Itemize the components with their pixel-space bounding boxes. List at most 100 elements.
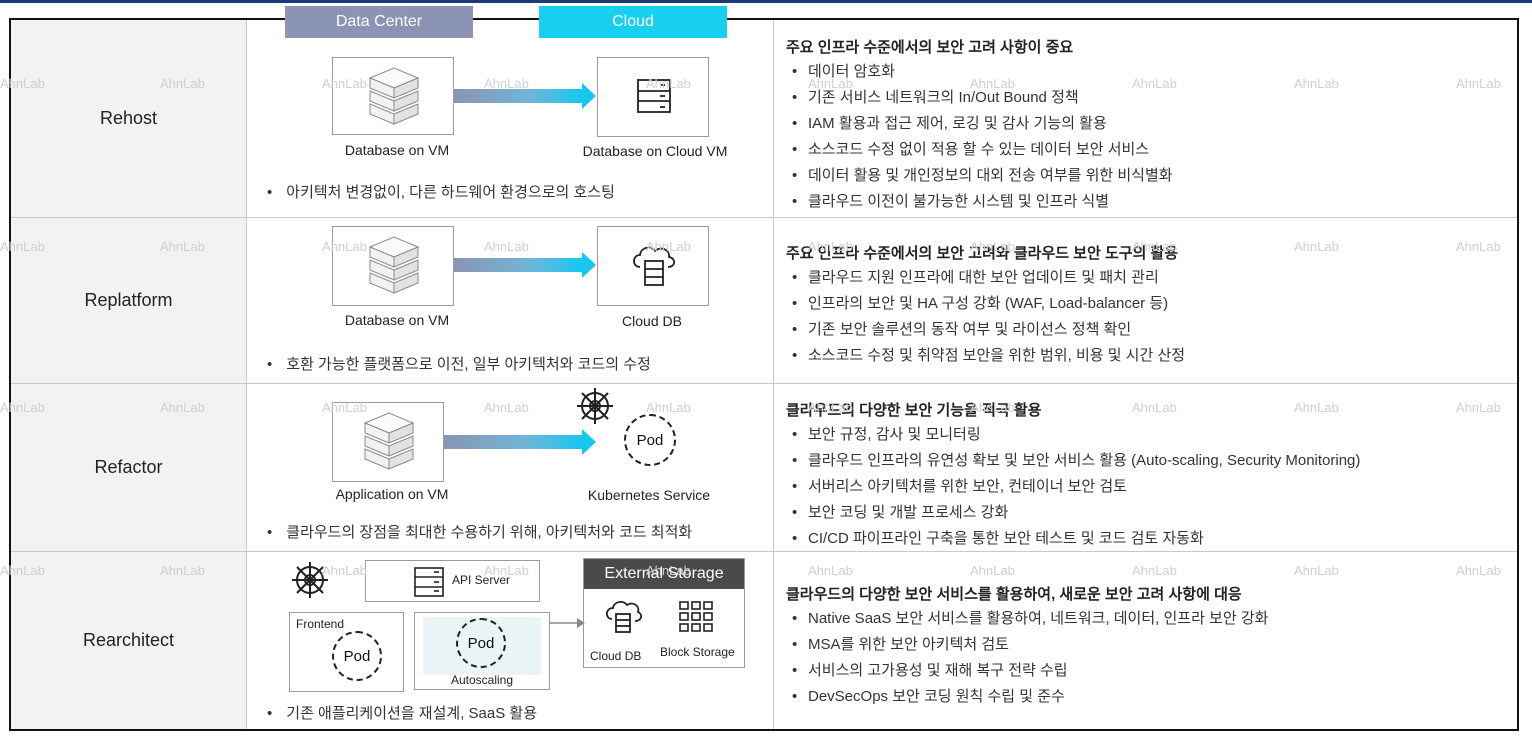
watermark: AhnLab (0, 563, 45, 578)
list-item: 보안 규정, 감사 및 모니터링 (786, 422, 1516, 448)
security-considerations: 클라우드의 다양한 보안 기능을 적극 활용 보안 규정, 감사 및 모니터링 … (786, 384, 1516, 552)
left-caption: Database on VM (344, 142, 450, 158)
block-storage-label: Block Storage (660, 645, 735, 659)
list-item: 소스코드 수정 및 취약점 보안을 위한 범위, 비용 및 시간 산정 (786, 343, 1516, 369)
divider (773, 384, 774, 551)
watermark: AhnLab (484, 400, 529, 415)
rehost-diagram: Database on VM Database on Cloud VM •아키텍… (247, 20, 773, 217)
cloud-db-box (597, 226, 709, 306)
watermark: AhnLab (1456, 76, 1501, 91)
rearchitect-diagram: API Server Frontend Pod Pod Autoscaling … (247, 552, 773, 729)
approach-bullet: •기존 애플리케이션을 재설계, SaaS 활용 (267, 705, 537, 722)
right-caption: Kubernetes Service (587, 487, 711, 503)
considerations-title: 클라우드의 다양한 보안 기능을 적극 활용 (786, 402, 1042, 419)
watermark: AhnLab (322, 239, 367, 254)
right-caption: Cloud DB (622, 313, 682, 329)
vm-box (332, 402, 444, 482)
list-item: 클라우드 지원 인프라에 대한 보안 업데이트 및 패치 관리 (786, 265, 1516, 291)
server-icon (414, 567, 444, 597)
external-storage-header: External Storage (584, 559, 744, 589)
strategy-name: Replatform (11, 218, 246, 383)
security-considerations: 클라우드의 다양한 보안 서비스를 활용하여, 새로운 보안 고려 사항에 대응… (786, 552, 1516, 729)
list-item: Native SaaS 보안 서비스를 활용하여, 네트워크, 데이터, 인프라… (786, 606, 1516, 632)
watermark: AhnLab (1132, 563, 1177, 578)
list-item: 기존 보안 솔루션의 동작 여부 및 라이선스 정책 확인 (786, 317, 1516, 343)
divider (246, 20, 247, 217)
list-item: 데이터 암호화 (786, 59, 1516, 85)
divider (773, 218, 774, 383)
watermark: AhnLab (160, 563, 205, 578)
refactor-diagram: Pod Application on VM Kubernetes Service… (247, 384, 773, 551)
server-stack-icon (363, 412, 415, 470)
row-rearchitect: Rearchitect API Server (11, 552, 1517, 729)
considerations-list: 클라우드 지원 인프라에 대한 보안 업데이트 및 패치 관리 인프라의 보안 … (786, 265, 1516, 369)
considerations-title: 주요 인프라 수준에서의 보안 고려와 클라우드 보안 도구의 활용 (786, 245, 1179, 262)
pod-circle: Pod (624, 414, 676, 466)
watermark: AhnLab (970, 563, 1015, 578)
api-server-box: API Server (365, 560, 540, 602)
data-center-header: Data Center (285, 6, 473, 38)
watermark: AhnLab (970, 76, 1015, 91)
list-item: DevSecOps 보안 코딩 원칙 수립 및 준수 (786, 684, 1516, 710)
considerations-list: 데이터 암호화 기존 서비스 네트워크의 In/Out Bound 정책 IAM… (786, 59, 1516, 215)
list-item: CI/CD 파이프라인 구축을 통한 보안 테스트 및 코드 검토 자동화 (786, 526, 1516, 552)
watermark: AhnLab (1294, 76, 1339, 91)
list-item: MSA를 위한 보안 아키텍처 검토 (786, 632, 1516, 658)
security-considerations: 주요 인프라 수준에서의 보안 고려 사항이 중요 데이터 암호화 기존 서비스… (786, 20, 1516, 217)
list-item: IAM 활용과 접근 제어, 로깅 및 감사 기능의 활용 (786, 111, 1516, 137)
watermark: AhnLab (1132, 400, 1177, 415)
list-item: 소스코드 수정 없이 적용 할 수 있는 데이터 보안 서비스 (786, 137, 1516, 163)
kubernetes-box: Pod (594, 402, 709, 484)
pod-label: Pod (467, 634, 495, 652)
cloud-vm-box (597, 57, 709, 137)
considerations-title: 클라우드의 다양한 보안 서비스를 활용하여, 새로운 보안 고려 사항에 대응 (786, 586, 1242, 603)
approach-bullet: •아키텍처 변경없이, 다른 하드웨어 환경으로의 호스팅 (267, 184, 615, 201)
watermark: AhnLab (808, 239, 853, 254)
approach-bullet: •클라우드의 장점을 최대한 수용하기 위해, 아키텍처와 코드 최적화 (267, 524, 693, 541)
cloud-header: Cloud (539, 6, 727, 38)
divider (773, 20, 774, 217)
list-item: 인프라의 보안 및 HA 구성 강화 (WAF, Load-balancer 등… (786, 291, 1516, 317)
approach-text: 호환 가능한 플랫폼으로 이전, 일부 아키텍처와 코드의 수정 (286, 356, 651, 373)
top-accent-bar (0, 0, 1532, 3)
watermark: AhnLab (1294, 239, 1339, 254)
watermark: AhnLab (160, 76, 205, 91)
considerations-title: 주요 인프라 수준에서의 보안 고려 사항이 중요 (786, 39, 1074, 56)
autoscaling-label: Autoscaling (450, 673, 514, 687)
watermark: AhnLab (1456, 239, 1501, 254)
cloud-database-icon (633, 246, 676, 286)
external-storage-box: External Storage Cloud DB (583, 558, 745, 668)
server-stack-icon (368, 236, 420, 294)
row-refactor: Refactor Pod (11, 384, 1517, 552)
left-caption: Database on VM (344, 312, 450, 328)
approach-bullet: •호환 가능한 플랫폼으로 이전, 일부 아키텍처와 코드의 수정 (267, 356, 651, 373)
divider (246, 384, 247, 551)
row-rehost: Rehost (11, 20, 1517, 218)
approach-text: 기존 애플리케이션을 재설계, SaaS 활용 (286, 705, 537, 722)
pod-label: Pod (636, 431, 664, 449)
strategy-name: Rehost (11, 20, 246, 217)
watermark: AhnLab (484, 76, 529, 91)
divider (246, 218, 247, 383)
cloud-db-label: Cloud DB (590, 649, 642, 663)
migration-arrow (444, 429, 596, 455)
considerations-list: 보안 규정, 감사 및 모니터링 클라우드 인프라의 유연성 확보 및 보안 서… (786, 422, 1516, 552)
vm-box (332, 226, 454, 306)
frontend-box: Frontend Pod (289, 612, 404, 692)
list-item: 클라우드 인프라의 유연성 확보 및 보안 서비스 활용 (Auto-scali… (786, 448, 1516, 474)
row-replatform: Replatform (11, 218, 1517, 384)
watermark: AhnLab (0, 239, 45, 254)
pod-label: Pod (343, 647, 371, 665)
server-stack-icon (368, 67, 420, 125)
divider (246, 552, 247, 729)
considerations-list: Native SaaS 보안 서비스를 활용하여, 네트워크, 데이터, 인프라… (786, 606, 1516, 710)
migration-strategy-table: Rehost (9, 18, 1519, 731)
watermark: AhnLab (808, 400, 853, 415)
autoscaling-box: Pod Autoscaling (414, 612, 550, 690)
watermark: AhnLab (160, 239, 205, 254)
migration-arrow (454, 83, 596, 109)
watermark: AhnLab (646, 563, 691, 578)
watermark: AhnLab (322, 563, 367, 578)
watermark: AhnLab (1294, 563, 1339, 578)
strategy-name: Refactor (11, 384, 246, 551)
